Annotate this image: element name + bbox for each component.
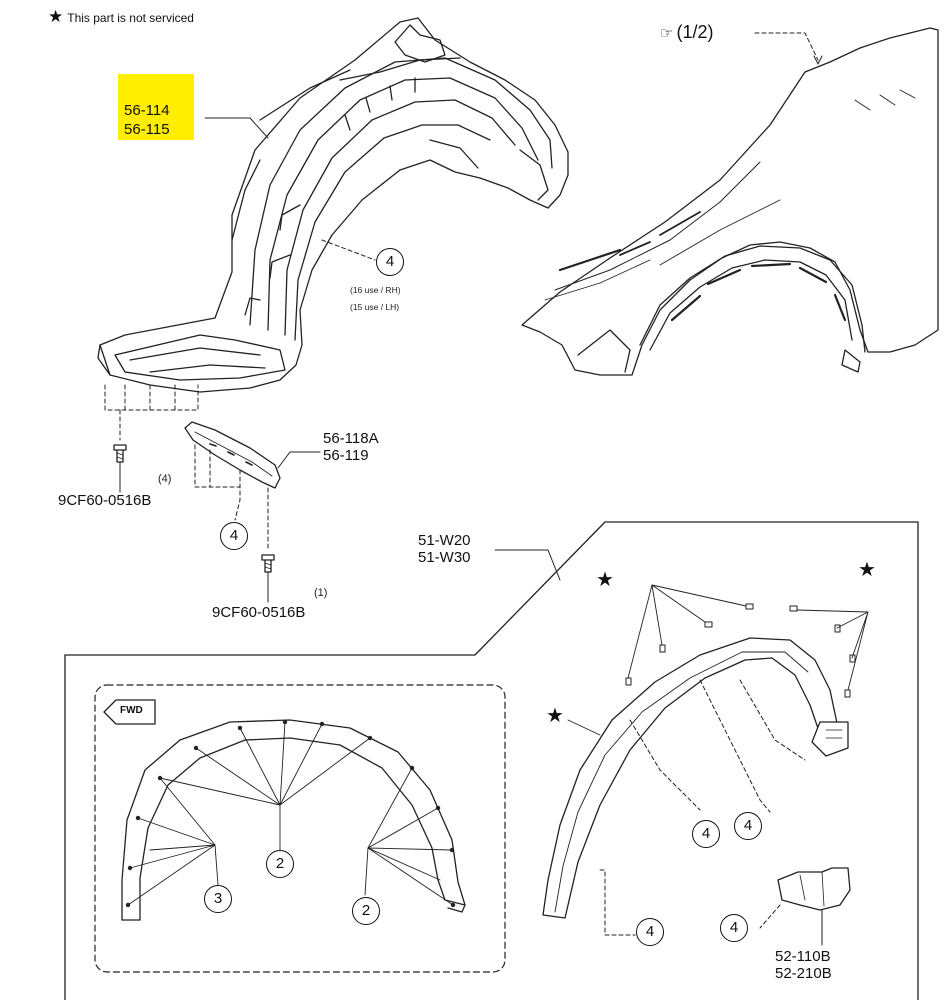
star-icon: ★ — [596, 569, 614, 591]
star-icon: ★ — [48, 7, 64, 26]
part-number-9cf60-0516b-a[interactable]: 9CF60-0516B — [58, 492, 152, 509]
screw-icon — [113, 444, 127, 463]
callout-4-bracket[interactable]: 4 — [220, 522, 248, 550]
fwd-label: FWD — [120, 705, 143, 716]
callout-4-molding-a[interactable]: 4 — [692, 820, 720, 848]
part-number-56-118a[interactable]: 56-118A — [323, 430, 379, 447]
part-number-51-w30[interactable]: 51-W30 — [418, 549, 471, 566]
fender-panel[interactable] — [521, 27, 939, 376]
callout-3-left[interactable]: 3 — [204, 885, 232, 913]
fender-liner-part-numbers[interactable]: 56-114 56-115 — [118, 74, 194, 140]
clip-part-numbers[interactable]: 52-110B 52-210B — [775, 948, 832, 982]
fwd-arrow-icon — [103, 699, 156, 725]
molding-part-numbers[interactable]: 51-W20 51-W30 — [418, 532, 471, 566]
part-number-56-115[interactable]: 56-115 — [124, 121, 170, 138]
callout-4-molding-c[interactable]: 4 — [636, 918, 664, 946]
star-icon: ★ — [858, 559, 876, 581]
part-number-52-210b[interactable]: 52-210B — [775, 965, 832, 982]
part-number-56-119[interactable]: 56-119 — [323, 447, 369, 464]
liner-qty-rh: (16 use / RH) — [350, 285, 401, 295]
screw-icon — [261, 554, 275, 573]
callout-2-center[interactable]: 2 — [266, 850, 294, 878]
not-serviced-text: This part is not serviced — [67, 11, 194, 25]
bracket-part[interactable] — [184, 421, 281, 489]
fender-liner[interactable] — [97, 17, 569, 393]
liner-qty-lh: (15 use / LH) — [350, 302, 400, 312]
part-number-9cf60-0516b-b[interactable]: 9CF60-0516B — [212, 604, 306, 621]
star-icon: ★ — [546, 705, 564, 727]
callout-4-clip[interactable]: 4 — [720, 914, 748, 942]
reference-page-text: (1/2) — [676, 22, 714, 42]
bracket-part-numbers[interactable]: 56-118A 56-119 — [323, 430, 379, 464]
molding-layout-arch — [121, 719, 466, 921]
fastener-qty-1: (1) — [314, 587, 328, 599]
callout-4-molding-b[interactable]: 4 — [734, 812, 762, 840]
not-serviced-note: ★This part is not serviced — [48, 8, 194, 27]
reference-page-label: ☞(1/2) — [660, 22, 713, 44]
molding-clip-part[interactable] — [777, 867, 851, 911]
callout-2-right[interactable]: 2 — [352, 897, 380, 925]
part-number-56-114[interactable]: 56-114 — [124, 102, 170, 119]
hand-pointer-icon: ☞ — [660, 25, 674, 42]
part-number-51-w20[interactable]: 51-W20 — [418, 532, 471, 549]
wheel-arch-molding[interactable] — [542, 637, 849, 919]
fastener-qty-4: (4) — [158, 473, 172, 485]
callout-4-liner[interactable]: 4 — [376, 248, 404, 276]
part-number-52-110b[interactable]: 52-110B — [775, 948, 831, 965]
